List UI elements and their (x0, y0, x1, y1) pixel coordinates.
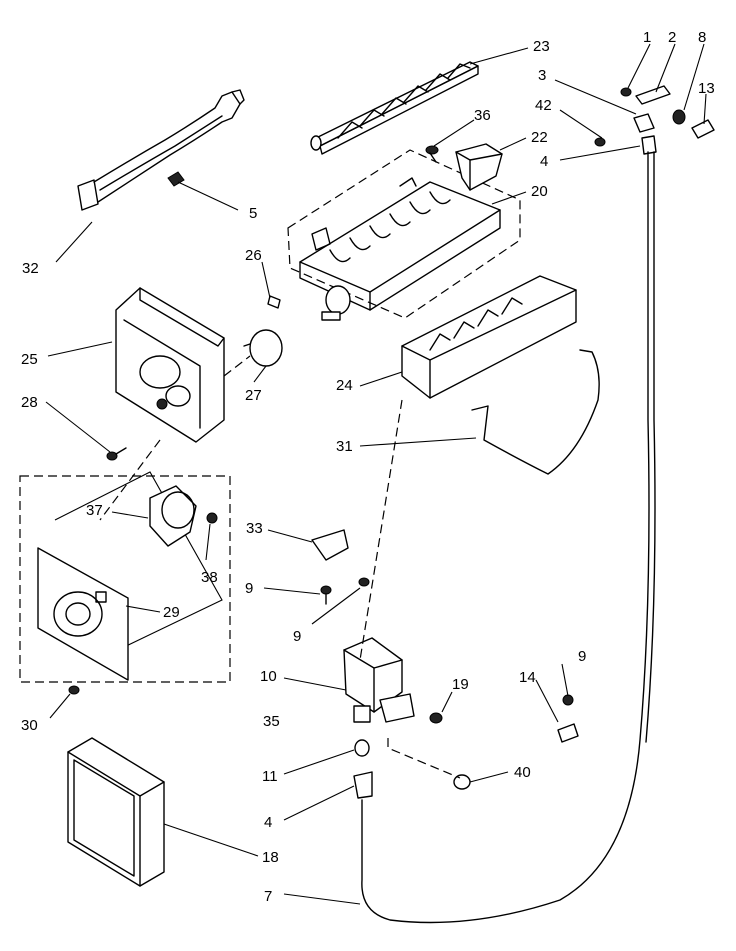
shutoff-arm-part (471, 349, 600, 475)
part-label-20: 20 (531, 183, 548, 200)
inlet-fitting-parts (594, 85, 715, 155)
part-label-10: 10 (260, 668, 277, 685)
motor-part (149, 485, 197, 547)
part-label-24: 24 (336, 377, 353, 394)
screw-28-part (106, 447, 127, 461)
clamp-14-part (557, 694, 579, 743)
part-label-3: 3 (538, 67, 546, 84)
part-label-9-left: 9 (245, 580, 253, 597)
water-valve-part (343, 637, 415, 723)
alignment-line (99, 439, 161, 521)
part-label-23: 23 (533, 38, 550, 55)
part-label-35: 35 (263, 713, 280, 730)
part-label-2: 2 (668, 29, 676, 46)
part-label-33: 33 (246, 520, 263, 537)
front-cover-part (67, 737, 165, 887)
part-label-25: 25 (21, 351, 38, 368)
part-label-14: 14 (519, 669, 536, 686)
module-kit-boundary (19, 475, 231, 683)
icemaker-assembly-boundary (287, 149, 521, 319)
nut-11-part (354, 739, 370, 757)
part-label-26: 26 (245, 247, 262, 264)
ice-stripper-part (401, 275, 577, 399)
part-number-labels: 1 2 8 3 13 42 4 23 36 22 20 5 32 26 25 2… (21, 29, 715, 905)
alignment-line-2 (223, 355, 251, 377)
alignment-line-3 (359, 399, 403, 661)
part-label-37: 37 (86, 502, 103, 519)
screw-38-part (206, 512, 218, 524)
part-label-22: 22 (531, 129, 548, 146)
part-label-1: 1 (643, 29, 651, 46)
part-label-31: 31 (336, 438, 353, 455)
screw-19-part (429, 712, 443, 724)
fill-cup-part (455, 143, 503, 191)
part-label-11: 11 (262, 768, 278, 785)
part-label-8: 8 (698, 29, 706, 46)
part-label-13: 13 (698, 80, 715, 97)
part-label-29: 29 (163, 604, 180, 621)
part-label-9-right: 9 (578, 648, 586, 665)
icemaker-mold-part (299, 177, 501, 321)
part-label-9-lower: 9 (293, 628, 301, 645)
part-label-28: 28 (21, 394, 38, 411)
part-label-18: 18 (262, 849, 279, 866)
inlet-4-part (353, 771, 373, 799)
nut-40-guide (387, 738, 461, 779)
bracket-33-part (311, 529, 370, 605)
wire-harness-part (77, 89, 245, 211)
water-tube-part (361, 151, 650, 924)
screw-36-part (425, 145, 439, 163)
part-label-19: 19 (452, 676, 469, 693)
part-label-4-bottom: 4 (264, 814, 272, 831)
control-module-part (37, 547, 129, 681)
screw-30-part (68, 685, 80, 695)
part-label-32: 32 (22, 260, 39, 277)
part-label-40: 40 (514, 764, 531, 781)
part-label-7: 7 (264, 888, 272, 905)
part-label-27: 27 (245, 387, 262, 404)
part-label-38: 38 (201, 569, 218, 586)
ejector-blade-part (310, 61, 479, 155)
part-label-4-top: 4 (540, 153, 548, 170)
part-label-42: 42 (535, 97, 552, 114)
part-label-5: 5 (249, 205, 257, 222)
control-housing-part (115, 287, 225, 443)
coupler-part (243, 295, 283, 367)
leader-lines (45, 43, 707, 905)
part-label-30: 30 (21, 717, 38, 734)
part-label-36: 36 (474, 107, 491, 124)
